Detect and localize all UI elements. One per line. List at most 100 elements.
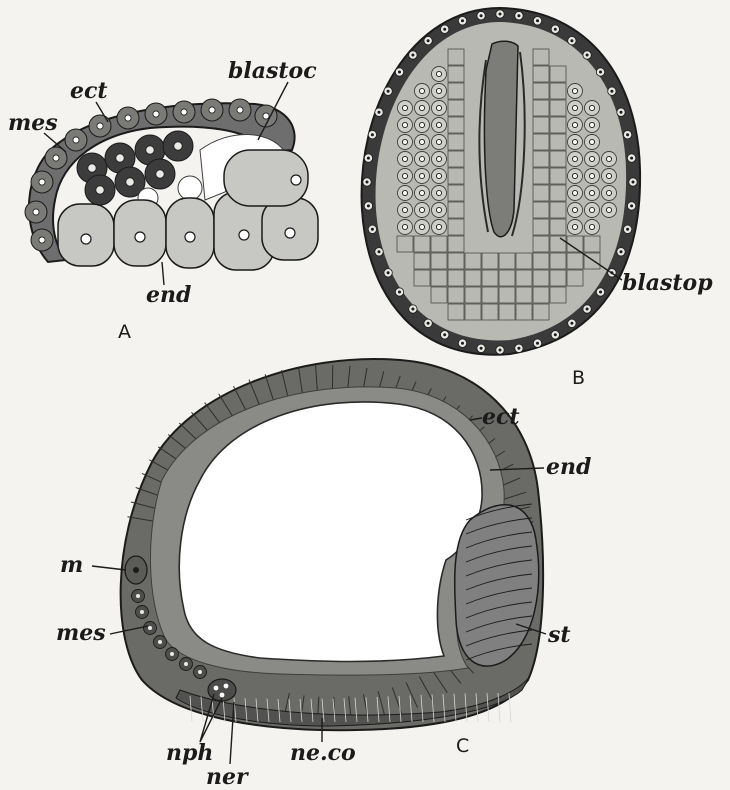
panel-b-rim-cell-nucleus xyxy=(387,271,390,274)
panel-a-ectoderm-cell-nucleus xyxy=(263,113,269,119)
panel-b-surface-cell-nucleus xyxy=(589,224,594,229)
panel-a-ectoderm-cell-nucleus xyxy=(39,179,45,185)
label-b-blastop: blastop xyxy=(622,270,713,296)
panel-b-surface-cell-nucleus xyxy=(402,173,407,178)
panel-c: ect end m mes st nph ner ne.co C xyxy=(56,359,591,790)
panel-c-nph-nucleus-3 xyxy=(220,693,225,698)
panel-b-surface-cell-nucleus xyxy=(606,190,611,195)
panel-b-rim-cell-nucleus xyxy=(620,111,623,114)
panel-b-surface-cell-nucleus xyxy=(436,156,441,161)
panel-b-rim-cell-nucleus xyxy=(461,342,464,345)
panel-a-mesoderm-cell-nucleus xyxy=(156,170,164,178)
panel-b-rim-cell-nucleus xyxy=(427,322,430,325)
panel-c-mesoderm-cell-nucleus xyxy=(140,610,144,614)
panel-b: blastop B xyxy=(362,8,714,389)
panel-b-surface-cell-nucleus xyxy=(589,207,594,212)
panel-b-rim-cell-nucleus xyxy=(371,228,374,231)
panel-b-rim-cell-nucleus xyxy=(536,19,539,22)
panel-b-rim-cell-nucleus xyxy=(630,204,633,207)
panel-b-surface-cell-nucleus xyxy=(572,156,577,161)
panel-b-surface-cell-nucleus xyxy=(589,105,594,110)
panel-a-ectoderm-cell-nucleus xyxy=(39,237,45,243)
panel-b-surface-cell-nucleus xyxy=(419,207,424,212)
panel-b-surface-cell-nucleus xyxy=(572,88,577,93)
panel-b-rim-cell-nucleus xyxy=(499,13,502,16)
panel-b-rim-cell-nucleus xyxy=(586,54,589,57)
panel-c-mesoderm-initial-nucleus xyxy=(133,567,139,573)
panel-a-interstitial-space xyxy=(178,176,202,200)
panel-b-surface-cell-nucleus xyxy=(589,122,594,127)
panel-c-mesoderm-cell-nucleus xyxy=(158,640,162,644)
panel-b-surface-cell-nucleus xyxy=(402,207,407,212)
panel-a-mesoderm-cell-nucleus xyxy=(88,164,96,172)
panel-b-rim-cell-nucleus xyxy=(480,14,483,17)
panel-c-nph-nucleus-1 xyxy=(214,686,219,691)
panel-a-mesoderm-cell-nucleus xyxy=(174,142,182,150)
panel-b-surface-cell-nucleus xyxy=(419,190,424,195)
panel-b-surface-cell-nucleus xyxy=(436,190,441,195)
panel-a-mesoderm-cell-nucleus xyxy=(96,186,104,194)
panel-b-rim-cell-nucleus xyxy=(632,181,635,184)
panel-a-ectoderm-cell-nucleus xyxy=(33,209,39,215)
panel-a-endoderm-nucleus xyxy=(285,228,295,238)
panel-b-surface-cell-nucleus xyxy=(419,105,424,110)
panel-b-rim-cell-nucleus xyxy=(398,71,401,74)
panel-b-surface-cell-nucleus xyxy=(606,207,611,212)
panel-b-rim-cell-nucleus xyxy=(599,291,602,294)
panel-a-letter: A xyxy=(118,321,131,343)
panel-b-rim-cell-nucleus xyxy=(387,90,390,93)
panel-b-rim-cell-nucleus xyxy=(570,39,573,42)
panel-a-ectoderm-cell-nucleus xyxy=(73,137,79,143)
panel-b-rim-cell-nucleus xyxy=(586,308,589,311)
panel-b-surface-cell-nucleus xyxy=(419,88,424,93)
panel-b-rim-cell-nucleus xyxy=(367,204,370,207)
panel-b-surface-cell-nucleus xyxy=(606,173,611,178)
panel-b-rim-cell-nucleus xyxy=(610,90,613,93)
panel-b-surface-cell-nucleus xyxy=(572,139,577,144)
panel-b-surface-cell-nucleus xyxy=(436,122,441,127)
panel-b-surface-cell-nucleus xyxy=(402,105,407,110)
panel-a-endoderm-nucleus xyxy=(135,232,145,242)
panel-a-ectoderm-cell-nucleus xyxy=(153,111,159,117)
panel-b-rim-cell-nucleus xyxy=(626,228,629,231)
panel-b-rim-cell-nucleus xyxy=(443,28,446,31)
panel-b-surface-cell-nucleus xyxy=(436,71,441,76)
label-c-ect: ect xyxy=(482,404,520,430)
panel-b-surface-cell-nucleus xyxy=(402,224,407,229)
panel-b-surface-cell-nucleus xyxy=(419,173,424,178)
panel-b-surface-cell-nucleus xyxy=(589,173,594,178)
panel-a-ectoderm-cell-nucleus xyxy=(209,107,215,113)
panel-c-mesoderm-cell-nucleus xyxy=(136,594,140,598)
panel-a-mesoderm-cell-nucleus xyxy=(126,178,134,186)
panel-b-surface-cell-nucleus xyxy=(572,207,577,212)
panel-b-surface-cell-nucleus xyxy=(419,122,424,127)
panel-b-rim-cell-nucleus xyxy=(378,250,381,253)
panel-a-endoderm-nucleus xyxy=(81,234,91,244)
panel-a-mesoderm-cell-nucleus xyxy=(116,154,124,162)
panel-b-surface-cell-nucleus xyxy=(436,224,441,229)
panel-b-rim-cell-nucleus xyxy=(443,333,446,336)
panel-b-rim-cell-nucleus xyxy=(371,133,374,136)
panel-c-mesoderm-cell-nucleus xyxy=(148,626,152,630)
panel-a-ectoderm-cell-nucleus xyxy=(181,109,187,115)
label-c-nph: nph xyxy=(166,740,213,766)
panel-b-surface-cell-nucleus xyxy=(402,139,407,144)
panel-c-mesoderm-cell-nucleus xyxy=(170,652,174,656)
panel-b-rim-cell-nucleus xyxy=(411,54,414,57)
panel-a: ect mes blastoc end A xyxy=(8,58,318,343)
panel-b-surface-cell-nucleus xyxy=(572,173,577,178)
label-a-ect: ect xyxy=(70,78,108,104)
panel-b-surface-cell-nucleus xyxy=(419,156,424,161)
panel-a-ectoderm-cell-nucleus xyxy=(237,107,243,113)
panel-b-rim-cell-nucleus xyxy=(499,349,502,352)
panel-b-surface-cell-nucleus xyxy=(402,190,407,195)
panel-b-blastopore-groove xyxy=(484,41,518,237)
panel-a-ectoderm-cell-nucleus xyxy=(97,123,103,129)
label-a-end: end xyxy=(146,282,191,308)
panel-a-endoderm-nucleus xyxy=(185,232,195,242)
panel-b-rim-cell-nucleus xyxy=(620,250,623,253)
panel-b-surface-cell-nucleus xyxy=(436,173,441,178)
panel-c-nph-nucleus-2 xyxy=(224,684,229,689)
panel-b-letter: B xyxy=(572,367,585,389)
